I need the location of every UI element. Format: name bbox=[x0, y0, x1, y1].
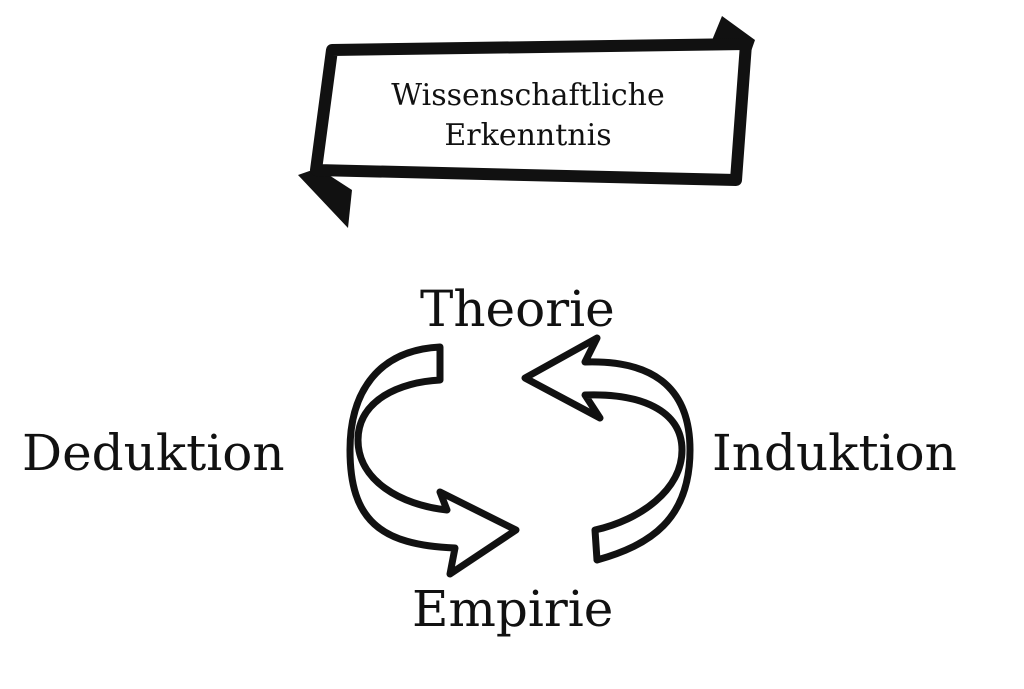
deduction-arrow bbox=[346, 343, 520, 578]
banner-body bbox=[310, 38, 752, 186]
induction-arrow bbox=[521, 334, 694, 564]
banner-title: Wissenschaftliche Erkenntnis bbox=[318, 76, 738, 156]
banner bbox=[298, 16, 755, 228]
label-induktion: Induktion bbox=[712, 424, 957, 482]
label-empirie: Empirie bbox=[412, 580, 614, 638]
label-deduktion: Deduktion bbox=[22, 424, 285, 482]
banner-line-2: Erkenntnis bbox=[444, 118, 612, 153]
banner-left-tail bbox=[298, 168, 352, 228]
banner-line-1: Wissenschaftliche bbox=[391, 78, 665, 113]
label-theorie: Theorie bbox=[420, 280, 615, 338]
